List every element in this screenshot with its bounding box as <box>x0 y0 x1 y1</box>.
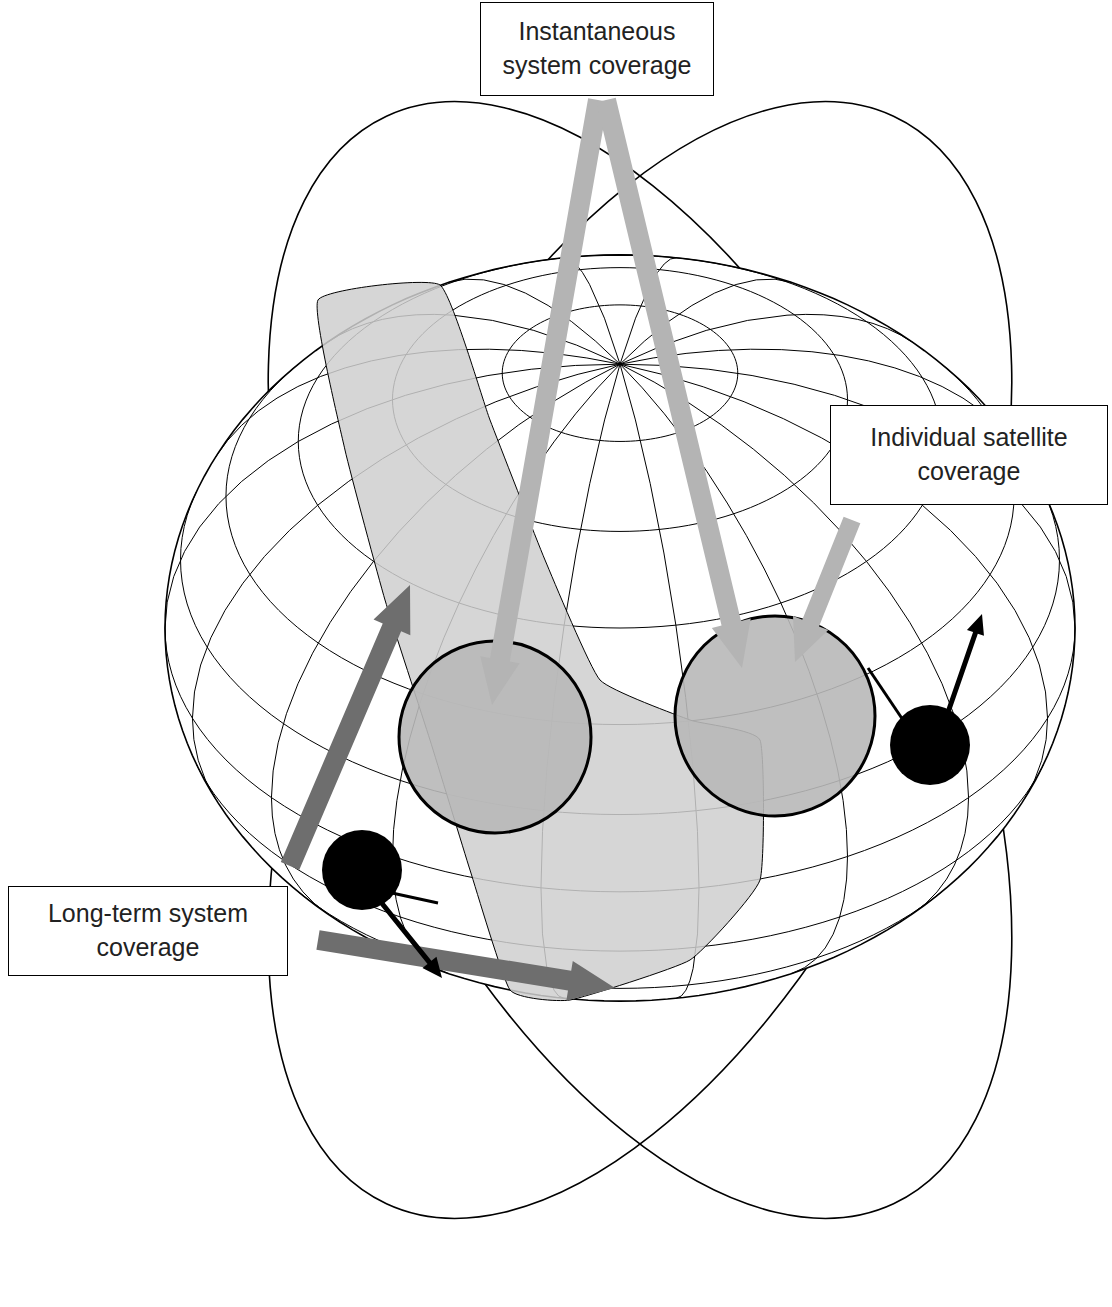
callout-box: Individual satellite coverage <box>830 405 1108 505</box>
satellite <box>322 830 402 910</box>
orbit-ellipse <box>115 0 1112 1307</box>
instantaneous-arrow <box>480 98 608 705</box>
footprint-line <box>392 893 438 903</box>
coverage-circle <box>675 616 875 816</box>
callout-label: Long-term system coverage <box>19 897 277 965</box>
callout-label: Instantaneous system coverage <box>491 15 703 83</box>
long-term-arrow <box>316 930 615 1000</box>
velocity-arrow <box>944 614 984 719</box>
globe <box>165 255 1075 1001</box>
callout-box: Instantaneous system coverage <box>480 2 714 96</box>
instantaneous-arrow <box>596 98 750 668</box>
long-term-arrow <box>281 585 411 870</box>
footprint-line <box>868 668 903 720</box>
coverage-overlay <box>281 98 984 1001</box>
velocity-arrow <box>374 894 442 978</box>
orbit-ellipse <box>115 0 1112 1307</box>
callout-box: Long-term system coverage <box>8 886 288 976</box>
globe-outline <box>165 255 1075 1001</box>
satellite <box>890 705 970 785</box>
callout-label: Individual satellite coverage <box>841 421 1097 489</box>
individual-arrow <box>793 517 860 662</box>
orbit-group <box>115 0 1112 1307</box>
